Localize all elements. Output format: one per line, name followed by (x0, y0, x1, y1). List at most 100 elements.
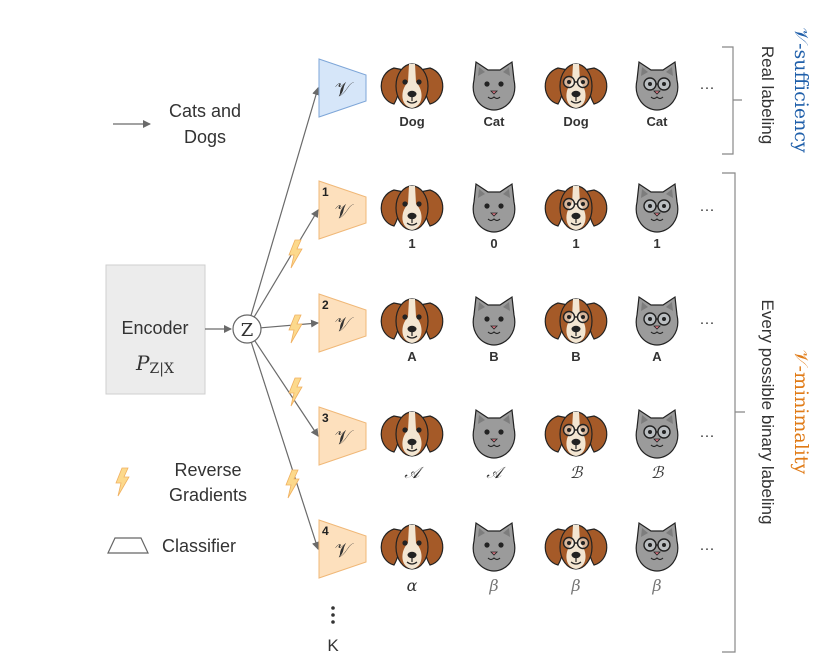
dog-icon (380, 524, 444, 570)
dog-with-glasses-icon (544, 411, 608, 457)
dog-with-glasses-icon (544, 298, 608, 344)
minimality-title: 𝒱-minimality (790, 350, 812, 475)
dog-with-glasses-icon (544, 524, 608, 570)
cat-with-glasses-icon (635, 408, 679, 459)
z-arrow-0 (250, 87, 320, 316)
animal-label: Cat (484, 114, 506, 129)
classifier-symbol: 𝒱 (335, 77, 355, 101)
animal-label: ℬ (651, 463, 665, 482)
k-label: K (327, 636, 339, 655)
row-ellipsis: ··· (700, 540, 715, 557)
animal-label: B (489, 349, 498, 364)
minimality-sub: Every possible binary labeling (758, 300, 777, 525)
cat-with-glasses-icon (635, 295, 679, 346)
bolt-icon-3 (288, 377, 303, 407)
classifier-2 (318, 293, 367, 353)
animal-label: Dog (563, 114, 588, 129)
row-ellipsis: ··· (700, 79, 715, 96)
z-to-classifier-arrows (250, 87, 320, 550)
cat-icon (472, 60, 516, 111)
bolt-icon-4 (285, 469, 300, 499)
animal-label: β (570, 576, 580, 595)
dog-with-glasses-icon (544, 63, 608, 109)
row-ellipsis: ··· (700, 201, 715, 218)
legend-classifier-icon (107, 537, 149, 554)
row-ellipsis: ··· (700, 314, 715, 331)
animal-label: 𝒜 (404, 463, 424, 482)
classifier-symbol: 𝒱 (335, 425, 355, 449)
row-ellipsis: ··· (700, 427, 715, 444)
z-arrow-2 (260, 319, 319, 329)
sufficiency-sub: Real labeling (758, 46, 777, 144)
dog-icon (380, 185, 444, 231)
animal-label: 1 (572, 236, 579, 251)
classifier-1 (318, 180, 367, 240)
animal-label: ℬ (570, 463, 584, 482)
classifier-4 (318, 519, 367, 579)
z-node-label: Z (241, 320, 254, 341)
classifier-row-3: 𝒱3𝒜 𝒜 ℬ ℬ ··· (318, 406, 715, 482)
animal-label: 0 (490, 236, 497, 251)
cat-with-glasses-icon (635, 521, 679, 572)
cat-icon (472, 295, 516, 346)
animal-label: A (652, 349, 662, 364)
legend-arrow-label-line2: Dogs (184, 127, 226, 147)
classifier-index: 1 (322, 185, 329, 199)
legend-reverse-label-line1: Reverse (174, 460, 241, 480)
z-arrow-4 (250, 342, 320, 550)
sufficiency-bracket (722, 46, 742, 155)
cat-with-glasses-icon (635, 60, 679, 111)
animal-label: β (651, 576, 661, 595)
legend: Cats and Dogs Reverse Gradients Classifi… (107, 101, 247, 556)
classifier-index: 2 (322, 298, 329, 312)
minimality-bracket (722, 172, 745, 653)
classifier-row-4: 𝒱4 α β β β ··· (318, 519, 715, 595)
classifier-3 (318, 406, 367, 466)
cat-with-glasses-icon (635, 182, 679, 233)
animal-label: Dog (399, 114, 424, 129)
z-arrow-1 (253, 209, 319, 318)
legend-arrow-label-line1: Cats and (169, 101, 241, 121)
bolt-icon-2 (288, 314, 303, 344)
dog-icon (380, 298, 444, 344)
z-arrow-3 (254, 340, 319, 437)
dog-icon (380, 63, 444, 109)
dog-with-glasses-icon (544, 185, 608, 231)
cat-icon (472, 408, 516, 459)
cat-icon (472, 182, 516, 233)
encoder-distribution: PZ|X (135, 351, 174, 377)
classifier-symbol: 𝒱 (335, 199, 355, 223)
animal-label: B (571, 349, 580, 364)
animal-label: A (407, 349, 417, 364)
classifier-row-2: 𝒱2A B B A ··· (318, 293, 715, 364)
reverse-gradient-bolts (285, 239, 303, 499)
classifier-row-0: 𝒱 Dog Cat Dog Cat ··· (318, 58, 715, 129)
animal-label: Cat (647, 114, 669, 129)
cat-icon (472, 521, 516, 572)
classifier-symbol: 𝒱 (335, 312, 355, 336)
animal-label: 1 (653, 236, 660, 251)
minimality-annotation: Every possible binary labeling 𝒱-minimal… (722, 172, 812, 653)
animal-label: 𝒜 (486, 463, 506, 482)
classifier-0 (318, 58, 367, 118)
legend-classifier-label: Classifier (162, 536, 236, 556)
z-node: Z (232, 314, 262, 344)
encoder-label: Encoder (121, 318, 188, 338)
sufficiency-annotation: Real labeling 𝒱-sufficiency (722, 27, 812, 155)
animal-label: 1 (408, 236, 415, 251)
bolt-icon-1 (288, 239, 303, 269)
legend-reverse-label-line2: Gradients (169, 485, 247, 505)
animal-label: β (488, 576, 498, 595)
sufficiency-title: 𝒱-sufficiency (790, 27, 812, 153)
classifier-index: 3 (322, 411, 329, 425)
animal-label: α (407, 576, 418, 595)
legend-bolt-icon (115, 467, 130, 497)
dog-icon (380, 411, 444, 457)
encoder-box: Encoder PZ|X (105, 264, 206, 395)
more-classifiers: K (327, 606, 339, 655)
classifier-index: 4 (322, 524, 329, 538)
classifier-symbol: 𝒱 (335, 538, 355, 562)
